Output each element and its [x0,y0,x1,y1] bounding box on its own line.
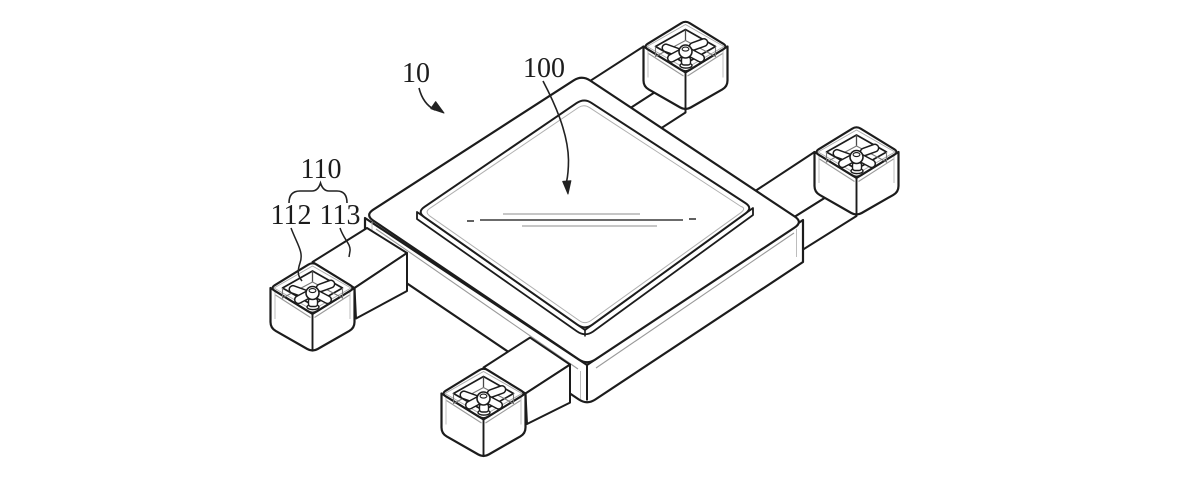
arm-left-sideface [353,252,408,320]
body-wall-detail-left [375,228,579,370]
leader-112 [290,227,303,282]
label-113: 113 [320,200,361,231]
body-walls [363,216,805,404]
body-wall-detail-right [595,232,795,369]
arm-bottom-sideface [524,363,571,425]
top-plate-inset-line [426,105,745,324]
label-112: 112 [271,200,312,231]
annotations: 10 100 110 112 113 [271,53,572,282]
plate-reflection-lines [467,213,696,227]
brace-110 [288,180,348,204]
arrowhead-10 [430,101,445,114]
drone-body [363,76,805,404]
arrowhead-100 [562,180,572,195]
arm-bottom [482,336,571,425]
label-100-text: 100 [523,53,565,84]
label-110: 110 [301,154,342,185]
leader-113 [339,227,351,258]
top-plate-side [416,207,754,336]
label-10: 10 [402,58,430,89]
leader-100 [542,80,570,183]
